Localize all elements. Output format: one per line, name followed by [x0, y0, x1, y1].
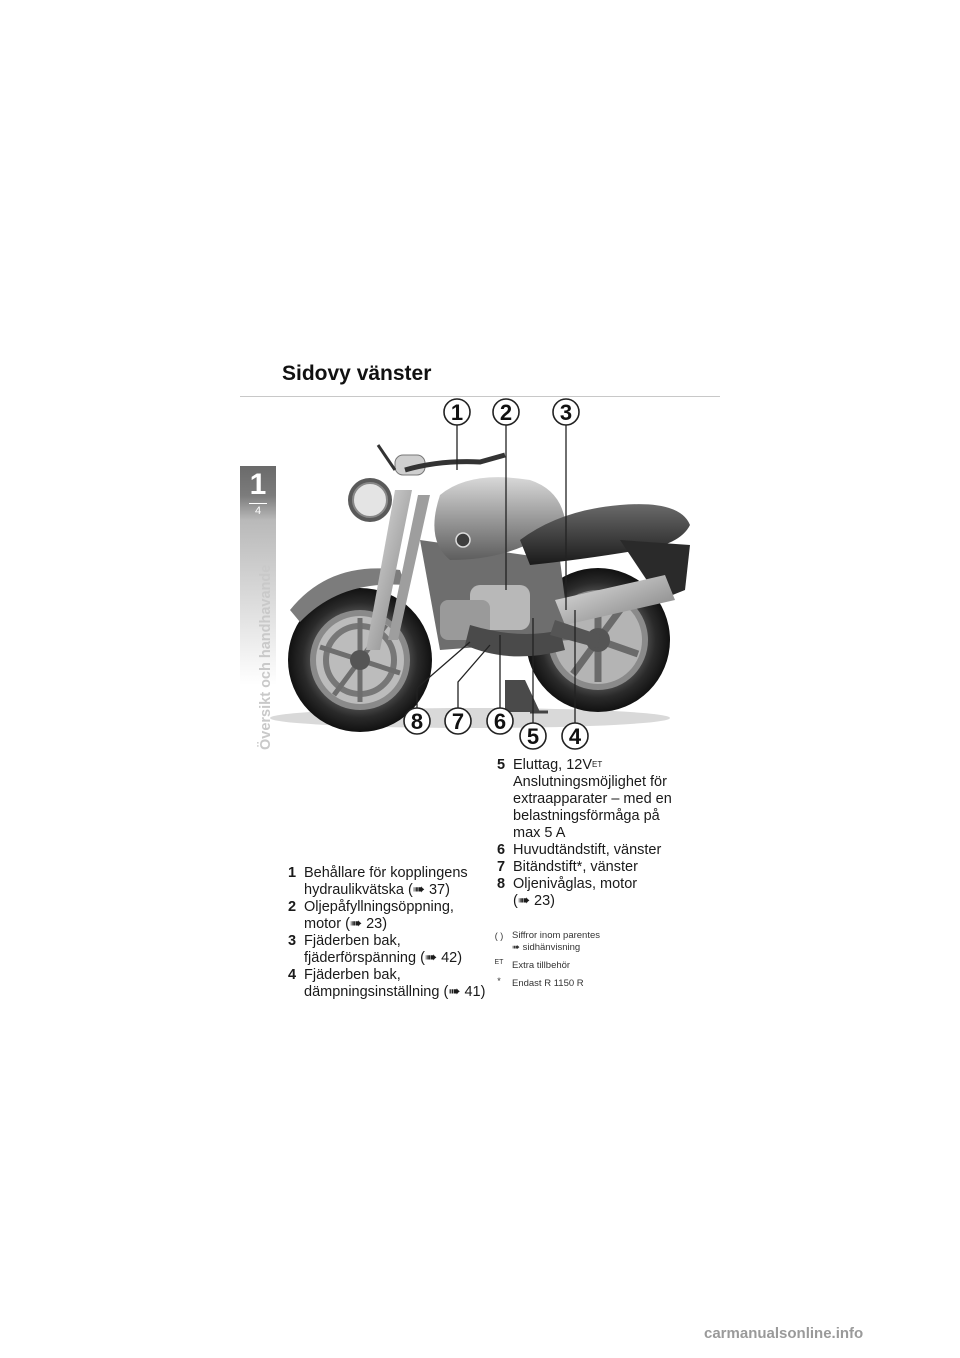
callout-leader-lines	[416, 424, 576, 724]
motorcycle-illustration	[270, 444, 690, 732]
description-item-1: 1 Behållare för kopplingens hydraulikvät…	[288, 865, 468, 898]
symbol-legend: ( ) Siffror inom parentes ➠ sidhänvisnin…	[490, 930, 650, 996]
svg-text:4: 4	[569, 724, 582, 749]
callout-2: 2	[492, 398, 520, 426]
svg-text:1: 1	[451, 400, 463, 425]
callout-7: 7	[444, 707, 472, 735]
description-item-6: 6 Huvudtändstift, vänster	[497, 842, 662, 858]
svg-text:8: 8	[411, 709, 423, 734]
callout-3: 3	[552, 398, 580, 426]
watermark: carmanualsonline.info	[704, 1325, 864, 1342]
description-item-4: 4 Fjäderben bak, dämpningsinställning (➠…	[288, 967, 486, 1000]
description-item-5: 5 Eluttag, 12VET Anslutningsmöjlighet fö…	[497, 757, 672, 841]
callout-8: 8	[403, 707, 431, 735]
title-divider	[240, 396, 720, 397]
callout-5: 5	[519, 722, 547, 750]
chapter-tab-fade	[240, 520, 276, 756]
descriptions-right: 5 Eluttag, 12VET Anslutningsmöjlighet fö…	[497, 757, 697, 910]
legend-item-parentheses: ( ) Siffror inom parentes ➠ sidhänvisnin…	[494, 930, 601, 953]
svg-text:3: 3	[560, 400, 572, 425]
page-number: 4	[254, 505, 262, 517]
description-item-3: 3 Fjäderben bak, fjäderförspänning (➠ 42…	[288, 933, 463, 966]
legend-item-asterisk: * Endast R 1150 R	[497, 976, 584, 989]
svg-text:5: 5	[527, 724, 539, 749]
callout-1: 1	[443, 398, 471, 426]
callout-4: 4	[561, 722, 589, 750]
description-item-7: 7 Bitändstift*, vänster	[497, 859, 638, 875]
legend-item-extra-accessory: ET Extra tillbehör	[494, 959, 571, 971]
description-item-2: 2 Oljepåfyllningsöppning, motor (➠ 23)	[288, 899, 454, 932]
description-item-8: 8 Oljenivåglas, motor (➠ 23)	[497, 876, 638, 909]
chapter-number: 1	[249, 468, 267, 501]
callout-6: 6	[486, 707, 514, 735]
svg-text:6: 6	[494, 709, 506, 734]
svg-text:2: 2	[500, 400, 512, 425]
svg-text:7: 7	[452, 709, 464, 734]
chapter-tab-divider	[249, 503, 267, 504]
chapter-tab: 1 4	[240, 466, 276, 520]
page-title: Sidovy vänster	[282, 362, 432, 385]
descriptions-left: 1 Behållare för kopplingens hydraulikvät…	[288, 865, 488, 1001]
